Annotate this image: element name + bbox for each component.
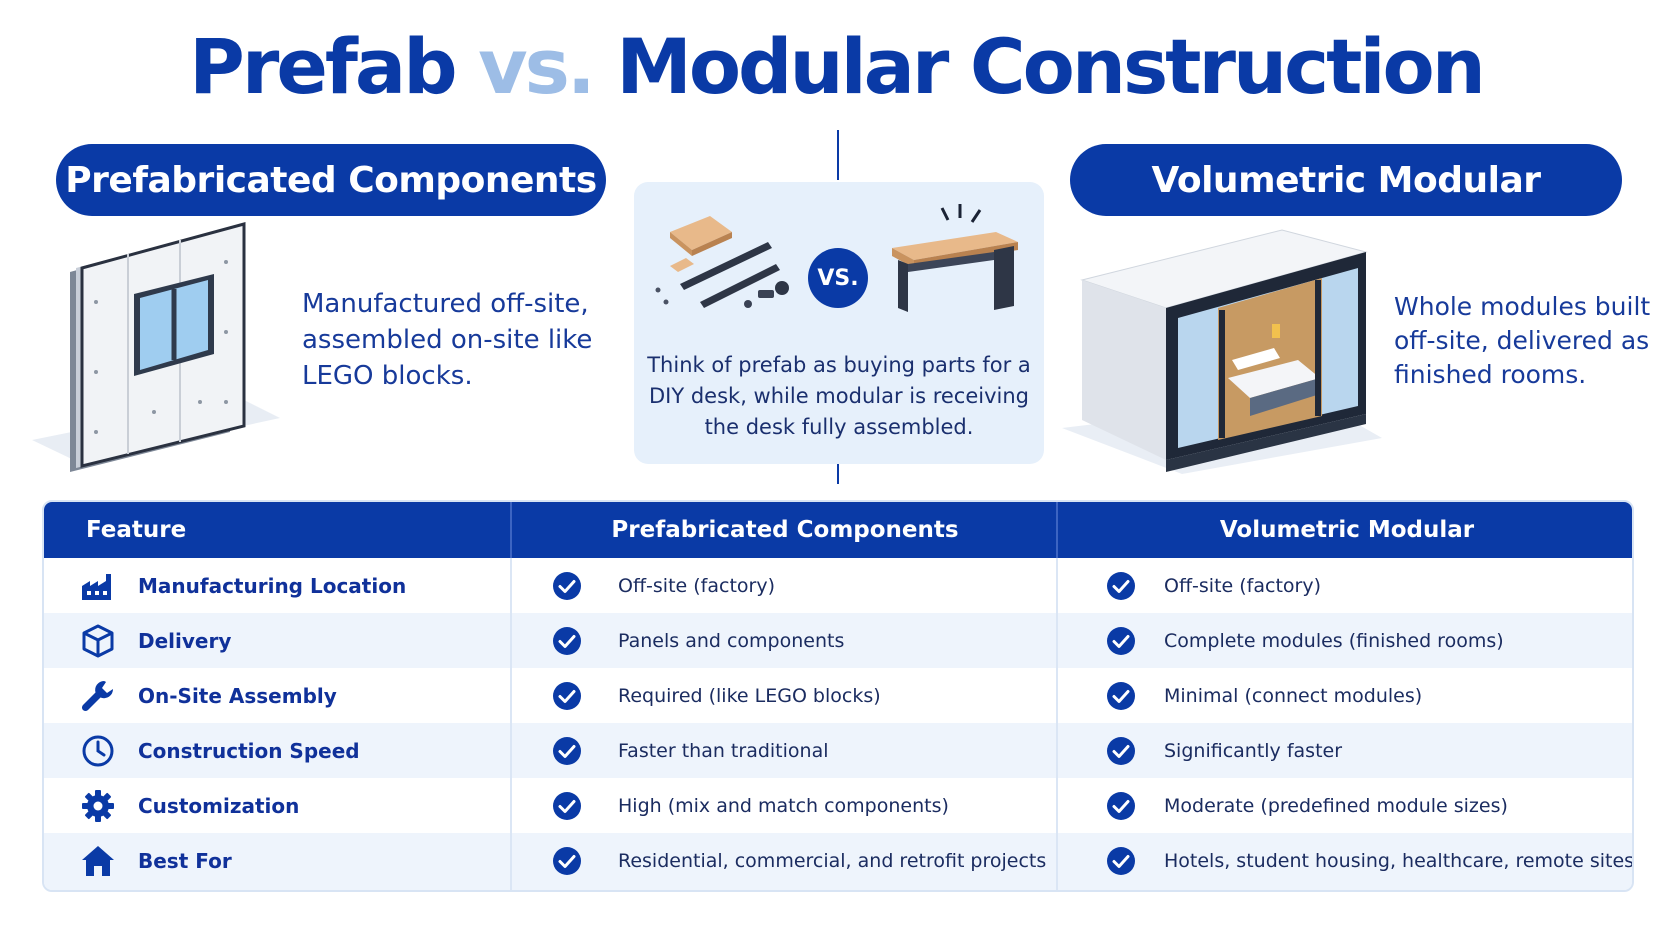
house-icon	[82, 846, 114, 876]
column-separator	[1056, 778, 1058, 833]
table-row: Delivery Panels and components Complete …	[44, 613, 1632, 668]
table-row: Construction Speed Faster than tradition…	[44, 723, 1632, 778]
column-separator	[510, 613, 512, 668]
desk-parts-icon	[655, 216, 789, 308]
column-separator	[510, 723, 512, 778]
table-row: Best For Residential, commercial, and re…	[44, 833, 1634, 890]
modular-value: Complete modules (finished rooms)	[1164, 629, 1504, 652]
column-separator	[510, 558, 512, 613]
column-separator	[1056, 833, 1058, 890]
column-separator	[1056, 558, 1058, 613]
header-separator	[510, 502, 512, 558]
header-modular: Volumetric Modular	[1219, 517, 1475, 543]
room-module-icon	[1062, 229, 1382, 474]
prefab-value: High (mix and match components)	[618, 794, 949, 817]
feature-name: Best For	[138, 848, 232, 873]
comparison-table: Feature Prefabricated Components Volumet…	[42, 500, 1634, 892]
prefab-value: Faster than traditional	[618, 739, 829, 762]
table-row: Manufacturing Location Off-site (factory…	[44, 558, 1632, 613]
feature-name: Manufacturing Location	[138, 573, 407, 598]
check-icon	[553, 847, 581, 875]
modular-description: Whole modules built off-site, delivered …	[1394, 292, 1651, 389]
column-separator	[1056, 668, 1058, 723]
header-feature: Feature	[86, 517, 187, 543]
modular-value: Significantly faster	[1164, 739, 1343, 762]
feature-name: Customization	[138, 793, 300, 818]
check-icon	[553, 792, 581, 820]
title-prefab: Prefab	[189, 22, 457, 111]
table-row: On-Site Assembly Required (like LEGO blo…	[44, 668, 1632, 723]
center-divider-top	[837, 130, 839, 180]
feature-name: Delivery	[138, 628, 232, 653]
column-separator	[510, 668, 512, 723]
modular-value: Hotels, student housing, healthcare, rem…	[1164, 849, 1634, 872]
feature-name: On-Site Assembly	[138, 683, 337, 708]
prefab-value: Residential, commercial, and retrofit pr…	[618, 849, 1047, 872]
title-vs: vs.	[478, 22, 596, 111]
check-icon	[1107, 627, 1135, 655]
check-icon	[1107, 737, 1135, 765]
modular-value: Minimal (connect modules)	[1164, 684, 1423, 707]
table-row: Customization High (mix and match compon…	[44, 778, 1632, 833]
clock-icon	[82, 735, 114, 767]
prefab-value: Off-site (factory)	[618, 574, 775, 597]
assembled-desk-icon	[892, 204, 1018, 312]
check-icon	[553, 737, 581, 765]
factory-icon	[82, 574, 111, 600]
modular-heading-pill: Volumetric Modular	[1070, 144, 1622, 216]
check-icon	[553, 627, 581, 655]
title-modular: Modular Construction	[616, 22, 1486, 111]
column-separator	[1056, 613, 1058, 668]
analogy-text: Think of prefab as buying parts for a DI…	[647, 353, 1031, 439]
check-icon	[553, 572, 581, 600]
analogy-panel: VS. Think of prefab as buying parts for …	[634, 182, 1044, 464]
prefab-value: Required (like LEGO blocks)	[618, 684, 881, 707]
box-icon	[82, 624, 114, 658]
center-divider-bottom	[837, 462, 839, 484]
wrench-icon	[81, 681, 114, 712]
prefab-heading-pill: Prefabricated Components	[56, 144, 606, 216]
modular-value: Off-site (factory)	[1164, 574, 1321, 597]
table-header: Feature Prefabricated Components Volumet…	[44, 502, 1632, 558]
check-icon	[553, 682, 581, 710]
check-icon	[1107, 682, 1135, 710]
check-icon	[1107, 792, 1135, 820]
feature-name: Construction Speed	[138, 738, 360, 763]
column-separator	[1056, 723, 1058, 778]
page-title: Prefab vs. Modular Construction	[0, 22, 1672, 111]
header-prefab: Prefabricated Components	[611, 517, 959, 543]
gear-icon	[82, 790, 114, 822]
column-separator	[510, 778, 512, 833]
header-separator	[1056, 502, 1058, 558]
column-separator	[510, 833, 512, 890]
wall-panel-icon	[32, 222, 280, 472]
modular-value: Moderate (predefined module sizes)	[1164, 794, 1508, 817]
check-icon	[1107, 847, 1135, 875]
analogy-vs-badge: VS.	[808, 248, 868, 308]
prefab-value: Panels and components	[618, 629, 845, 652]
prefab-description: Manufactured off-site, assembled on-site…	[302, 289, 593, 391]
check-icon	[1107, 572, 1135, 600]
